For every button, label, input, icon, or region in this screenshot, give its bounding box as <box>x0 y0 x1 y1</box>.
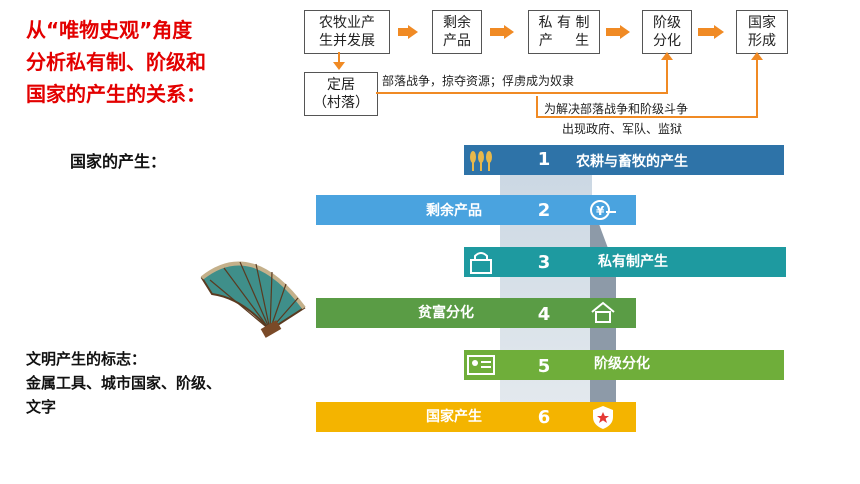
gov-connector-left <box>536 96 538 118</box>
civilization-heading: 文明产生的标志： <box>26 350 147 368</box>
step-5-band: 5 阶级分化 <box>464 350 784 380</box>
flow-arrow-3 <box>606 28 620 36</box>
flow-box-surplus: 剩余 产品 <box>432 10 482 54</box>
flow-arrow-1-head <box>408 25 418 39</box>
folding-fan-illustration <box>200 261 306 338</box>
title-line-3: 国家的产生的关系： <box>26 82 206 106</box>
step-4-number: 4 <box>537 304 551 325</box>
step-4-band: 贫富分化 4 <box>316 298 636 328</box>
step-3-band: 3 私有制产生 <box>464 247 786 277</box>
flow-arrow-2-head <box>504 25 514 39</box>
page-title: 从“唯物史观”角度 分析私有制、阶级和 国家的产生的关系： <box>26 14 266 110</box>
step-5-label: 阶级分化 <box>594 356 650 372</box>
flow-down-line <box>338 52 340 64</box>
step-1-number: 1 <box>537 149 551 170</box>
step-2-number: 2 <box>537 200 551 221</box>
title-line-1: 从“唯物史观”角度 <box>26 18 193 42</box>
step-2-band: 剩余产品 2 ¥ <box>316 195 636 225</box>
step-1-label: 农耕与畜牧的产生 <box>576 154 688 170</box>
war-connector-up <box>666 54 668 94</box>
step-3-label: 私有制产生 <box>598 254 668 270</box>
war-note: 部落战争，掠夺资源；俘虏成为奴隶 <box>382 74 575 88</box>
step-2-label: 剩余产品 <box>426 203 482 219</box>
step-4-label: 贫富分化 <box>418 305 474 321</box>
svg-text:¥: ¥ <box>596 204 605 218</box>
civilization-line-2: 文字 <box>26 398 57 416</box>
shield-star-icon <box>588 404 618 430</box>
step-3-number: 3 <box>537 252 551 273</box>
gov-connector-up <box>756 54 758 118</box>
step-1-band: 1 农耕与畜牧的产生 <box>464 145 784 175</box>
coin-icon: ¥ <box>588 197 618 223</box>
civilization-line-1: 金属工具、城市国家、阶级、 <box>26 374 222 392</box>
gov-note-1: 为解决部落战争和阶级斗争 <box>544 102 689 116</box>
title-line-2: 分析私有制、阶级和 <box>26 50 206 74</box>
step-5-number: 5 <box>537 356 551 377</box>
flow-down-arrow <box>333 62 345 70</box>
gov-up-arrow <box>751 52 763 60</box>
id-card-icon <box>466 352 496 378</box>
gov-connector-line <box>536 116 758 118</box>
step-6-number: 6 <box>537 407 551 428</box>
gov-note-2: 出现政府、军队、监狱 <box>562 122 683 136</box>
steps-center-column <box>500 150 592 432</box>
lock-icon <box>466 249 496 275</box>
war-up-arrow <box>661 52 673 60</box>
flow-arrow-2 <box>490 28 504 36</box>
war-connector-line <box>376 92 668 94</box>
house-hand-icon <box>588 300 618 326</box>
flow-box-settlement: 定居 （村落） <box>304 72 378 116</box>
step-6-label: 国家产生 <box>426 409 482 425</box>
flow-arrow-4 <box>698 28 714 36</box>
step-6-band: 国家产生 6 <box>316 402 636 432</box>
flow-box-agriculture: 农牧业产 生并发展 <box>304 10 390 54</box>
flow-box-state-formation: 国家 形成 <box>736 10 788 54</box>
flow-arrow-1 <box>398 28 408 36</box>
state-origin-subtitle: 国家的产生： <box>70 152 167 171</box>
flow-box-private-ownership: 私 有 制 产 生 <box>528 10 600 54</box>
flow-arrow-4-head <box>714 25 724 39</box>
flow-arrow-3-head <box>620 25 630 39</box>
wheat-icon <box>466 147 496 173</box>
flow-box-class-division: 阶级 分化 <box>642 10 692 54</box>
